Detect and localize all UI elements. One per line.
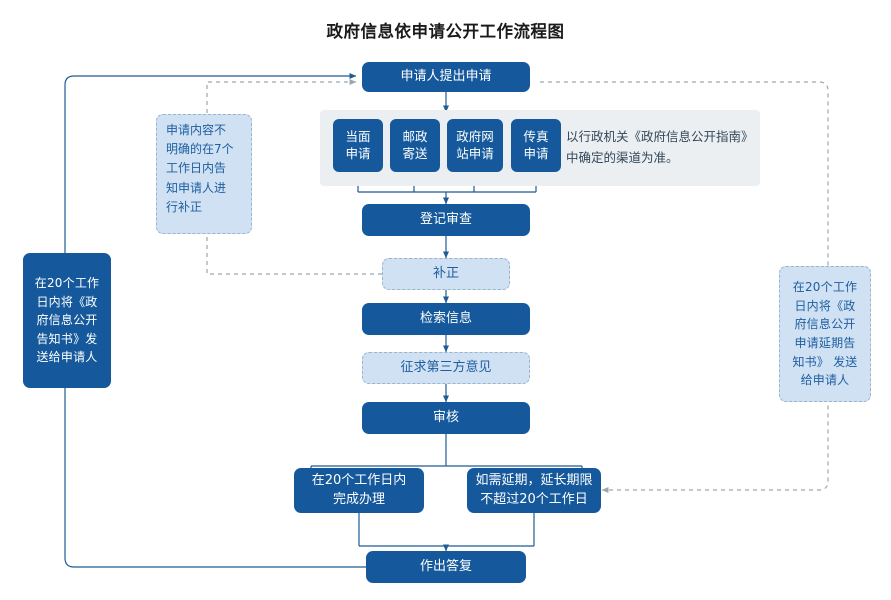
node-apply[interactable]: 申请人提出申请 (362, 62, 530, 92)
note-unclear-application[interactable]: 申请内容不 明确的在7个 工作日内告 知申请人进 行补正 (156, 114, 252, 234)
node-channel-website[interactable]: 政府网 站申请 (447, 119, 503, 172)
node-third-party-opinion[interactable]: 征求第三方意见 (362, 352, 530, 384)
node-channel-postal[interactable]: 邮政 寄送 (390, 119, 440, 172)
node-channel-postal-label: 邮政 寄送 (402, 128, 428, 161)
node-reply-label: 作出答复 (419, 558, 472, 574)
node-search-info-label: 检索信息 (419, 310, 472, 326)
note-unclear-application-label: 申请内容不 明确的在7个 工作日内告 知申请人进 行补正 (166, 123, 234, 214)
node-channel-fax[interactable]: 传真 申请 (511, 119, 561, 172)
node-extend-20-days-label: 如需延期，延长期限 不超过20个工作日 (475, 472, 593, 507)
side-note-extension-notice[interactable]: 在20个工作 日内将《政 府信息公开 申请延期告 知书》 发送 给申请人 (779, 266, 871, 402)
side-note-disclosure-notice-label: 在20个工作 日内将《政 府信息公开 告知书》发 送给申请人 (34, 276, 100, 365)
channel-note-text: 以行政机关《政府信息公开指南》 中确定的渠道为准。 (566, 129, 754, 166)
node-register-review-label: 登记审查 (419, 211, 472, 227)
node-apply-label: 申请人提出申请 (400, 68, 492, 84)
node-audit-label: 审核 (432, 409, 459, 425)
page-title: 政府信息依申请公开工作流程图 (326, 22, 565, 41)
side-note-extension-notice-label: 在20个工作 日内将《政 府信息公开 申请延期告 知书》 发送 给申请人 (792, 280, 858, 388)
node-channel-in-person-label: 当面 申请 (345, 128, 371, 161)
node-channel-website-label: 政府网 站申请 (456, 128, 494, 161)
node-supplement[interactable]: 补正 (382, 258, 510, 290)
node-channel-fax-label: 传真 申请 (523, 128, 549, 161)
node-supplement-label: 补正 (432, 265, 459, 281)
node-finish-in-20-days-label: 在20个工作日内 完成办理 (311, 472, 407, 507)
side-note-disclosure-notice[interactable]: 在20个工作 日内将《政 府信息公开 告知书》发 送给申请人 (23, 253, 111, 388)
node-reply[interactable]: 作出答复 (366, 551, 526, 583)
node-search-info[interactable]: 检索信息 (362, 303, 530, 335)
node-register-review[interactable]: 登记审查 (362, 204, 530, 236)
node-third-party-opinion-label: 征求第三方意见 (400, 359, 492, 375)
node-finish-in-20-days[interactable]: 在20个工作日内 完成办理 (294, 468, 424, 513)
node-extend-20-days[interactable]: 如需延期，延长期限 不超过20个工作日 (467, 468, 601, 513)
node-audit[interactable]: 审核 (362, 402, 530, 434)
node-channel-in-person[interactable]: 当面 申请 (333, 119, 383, 172)
